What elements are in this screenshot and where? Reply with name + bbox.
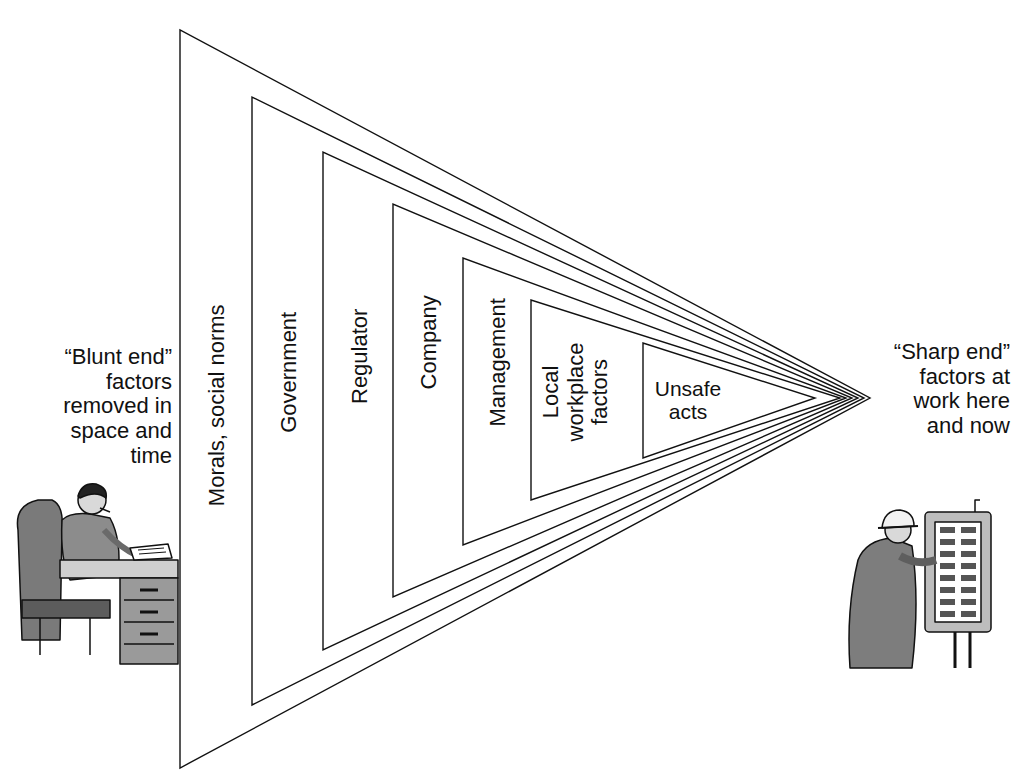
panel-face (935, 522, 981, 622)
chair-seat (22, 600, 110, 618)
factor-wedge: Local workplace factors Unsafe acts (531, 300, 840, 500)
factor-label: Local workplace factors (539, 336, 613, 448)
wedge-outline (463, 258, 846, 545)
hat-brim (878, 526, 918, 528)
wedge-outline (393, 204, 852, 597)
hard-hat (882, 510, 914, 528)
drawer-handles (140, 590, 158, 634)
end-label: “Blunt end” factors removed in space and… (40, 345, 172, 468)
factor-wedge: Morals, social norms Government Regulator C… (180, 30, 870, 768)
panel-antenna (975, 500, 980, 512)
factor-label: Unsafe acts (648, 377, 728, 424)
drawer-lines (124, 600, 174, 644)
chair-legs (40, 618, 90, 655)
nose (100, 508, 110, 512)
factor-label: Regulator (348, 308, 373, 403)
wedge-border (463, 258, 846, 545)
wedge-border (180, 30, 870, 768)
desk-top (60, 560, 178, 578)
papers (130, 544, 172, 560)
factor-label: Government (277, 311, 302, 432)
hair (78, 484, 106, 498)
factor-label: Morals, social norms (205, 304, 230, 506)
desk-drawers (120, 578, 178, 664)
end-label: “Sharp end” factors at work here and now (878, 340, 1010, 439)
factor-label: Management (486, 298, 511, 426)
paper-lines (138, 548, 166, 554)
factor-wedge: Company Management Local workplace factors… (393, 204, 852, 597)
factor-wedge: Unsafe acts (643, 343, 815, 458)
wedge-border (252, 97, 864, 705)
operator-figure (849, 500, 991, 668)
wedge-border (393, 204, 852, 597)
factor-label: Company (417, 295, 442, 389)
worker-arm (900, 556, 936, 562)
factor-wedge: Regulator Company Management Local workplac… (323, 152, 858, 650)
wedge-border (643, 343, 815, 458)
factor-wedge: Government Regulator Company Management Loca… (252, 97, 864, 705)
wedge-border (531, 300, 840, 500)
wedge-border (323, 152, 858, 650)
office-worker-figure (17, 484, 178, 664)
panel-stand (955, 630, 970, 668)
factor-wedge: Management Local workplace factors Unsafe … (463, 258, 846, 545)
panel-switches (940, 527, 976, 617)
control-panel (925, 512, 991, 632)
